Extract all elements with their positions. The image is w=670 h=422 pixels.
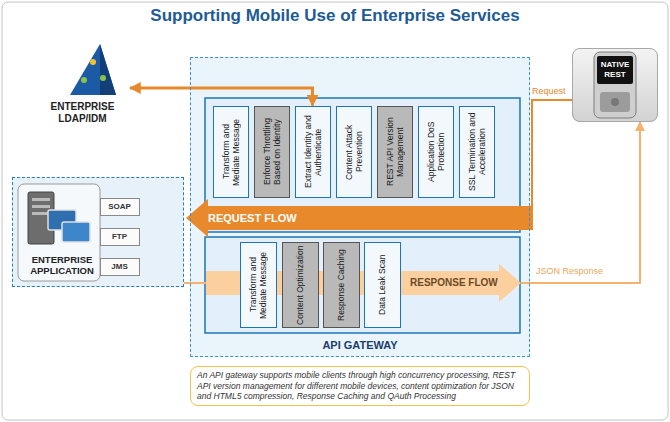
node-label: NATIVE REST — [597, 56, 633, 84]
flow-line — [184, 282, 206, 284]
flow-note: JSON Response — [536, 266, 603, 276]
node-label: REST API Version Management — [385, 109, 405, 195]
response-band — [205, 237, 520, 333]
node-label: ENTERPRISE LDAP/IDM — [43, 101, 123, 125]
node-label: Transform and Mediate Message — [221, 109, 241, 195]
node-label: Content Attack Prevention — [344, 109, 364, 195]
node-label: Application DoS Protection — [426, 109, 446, 195]
function-box: REST API Version Management — [377, 106, 413, 198]
node-label: JMS — [111, 262, 127, 271]
function-box: Transform and Mediate Message — [240, 242, 277, 328]
server-slot — [32, 198, 50, 201]
node-label: API GATEWAY — [322, 339, 397, 351]
node-label: Response Caching — [336, 245, 346, 325]
ldap-dot — [90, 59, 96, 65]
protocol-box: FTP — [100, 228, 140, 246]
flow-line — [206, 206, 533, 230]
function-box: Content Attack Prevention — [336, 106, 372, 198]
function-box: Data Leak Scan — [364, 242, 401, 328]
node-label: FTP — [112, 232, 127, 241]
function-box: Transform and Mediate Message — [213, 106, 249, 198]
gateway-group: API GATEWAY Transform and Mediate Message… — [190, 57, 530, 357]
phone-button — [611, 98, 619, 106]
function-box: SSL Termination and Acceleration — [459, 106, 495, 198]
ldap-dot — [100, 75, 106, 81]
node-label: ENTERPRISE APPLICATION — [19, 254, 105, 276]
function-box: Content Optimization — [282, 242, 319, 328]
node-label: Content Optimization — [295, 245, 305, 325]
function-box: Application DoS Protection — [418, 106, 454, 198]
caption-box: An API gateway supports mobile clients t… — [190, 366, 530, 406]
phone-panel — [572, 48, 658, 122]
flow-line — [130, 88, 313, 106]
application-fill — [12, 177, 184, 287]
arrow-head — [499, 264, 521, 302]
directory-server: ENTERPRISE LDAP/IDM — [35, 40, 130, 125]
flow-label: REQUEST FLOW — [208, 212, 297, 224]
phone-keypad — [600, 92, 630, 112]
monitor-icon — [62, 222, 90, 242]
node-label: SSL Termination and Acceleration — [467, 109, 487, 195]
flow-line — [521, 122, 640, 283]
flow-connector — [130, 88, 313, 106]
function-box: Extract Identity and Authenticate — [295, 106, 331, 198]
diagram-title: Supporting Mobile Use of Enterprise Serv… — [0, 6, 670, 26]
ldap-icon — [70, 44, 116, 95]
node-label: Extract Identity and Authenticate — [303, 109, 323, 195]
node-label: Data Leak Scan — [377, 245, 387, 325]
flow-label: RESPONSE FLOW — [410, 277, 498, 288]
flow-note: Request — [532, 86, 566, 96]
node-label: SOAP — [108, 202, 131, 211]
ldap-icon-face — [100, 44, 116, 95]
phone-body — [594, 52, 636, 118]
flow-line — [532, 100, 572, 218]
ldap-dot — [81, 77, 87, 83]
application-group: ENTERPRISE APPLICATION SOAP FTP JMS — [12, 177, 184, 287]
function-box: Enforce Throttling Based on Identity — [254, 106, 290, 198]
mobile-client: NATIVE REST — [572, 48, 658, 122]
node-label: Enforce Throttling Based on Identity — [262, 109, 282, 195]
function-box: Response Caching — [323, 242, 360, 328]
flow-connector — [186, 100, 572, 237]
protocol-box: JMS — [100, 258, 140, 276]
server-slot — [32, 205, 50, 208]
node-label: Transform and Mediate Message — [248, 245, 268, 325]
protocol-box: SOAP — [100, 198, 140, 216]
